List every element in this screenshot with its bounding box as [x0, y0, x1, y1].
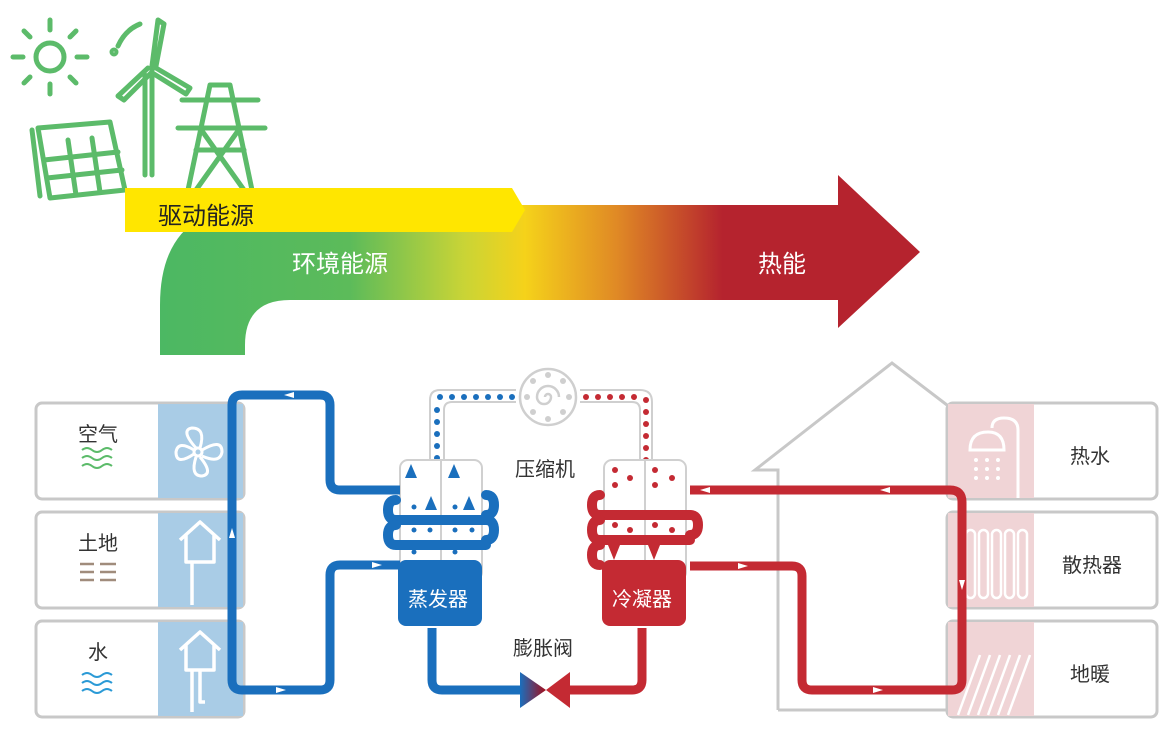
condenser-output-pipe [568, 628, 647, 695]
wave-icon-green [81, 447, 113, 469]
expansion-valve-label: 膨胀阀 [513, 636, 573, 660]
source-label-water: 水 [88, 640, 108, 664]
layers-icon-brown [80, 562, 116, 582]
condenser-label: 冷凝器 [612, 587, 672, 611]
condenser [586, 459, 704, 626]
drive-energy-label: 驱动能源 [158, 202, 254, 230]
radiator-icon [964, 528, 1029, 600]
floor-heating-icon [956, 654, 1032, 716]
evaporator [382, 459, 500, 626]
fan-icon [174, 426, 224, 478]
solar-panel-icon [29, 119, 128, 201]
evaporator-label: 蒸发器 [408, 587, 468, 611]
power-tower-icon [175, 82, 268, 193]
output-label-hot-water: 热水 [1070, 444, 1110, 468]
compressor-label: 压缩机 [515, 457, 575, 481]
wind-turbine-icon [109, 17, 193, 178]
heat-energy-label: 热能 [758, 250, 806, 278]
expansion-valve-icon [520, 672, 570, 708]
refrigerant-dots-blue [434, 394, 515, 461]
drive-energy-band [125, 188, 525, 232]
house-outline [750, 361, 948, 712]
compressor-loop [429, 389, 653, 470]
shower-icon [968, 416, 1020, 498]
source-pipe-loop [227, 390, 522, 695]
water-probe-icon [178, 630, 222, 712]
ground-probe-icon [178, 520, 222, 605]
sun-icon [10, 17, 90, 97]
output-pipe-loop [690, 485, 967, 695]
environment-energy-label: 环境能源 [292, 250, 388, 278]
flow-arrows [229, 392, 965, 693]
compressor-icon [518, 367, 578, 427]
output-label-radiator: 散热器 [1062, 553, 1122, 577]
output-label-floor-heating: 地暖 [1070, 662, 1110, 686]
wave-icon-blue [81, 672, 113, 694]
source-label-air: 空气 [78, 422, 118, 446]
source-label-ground: 土地 [78, 531, 118, 555]
